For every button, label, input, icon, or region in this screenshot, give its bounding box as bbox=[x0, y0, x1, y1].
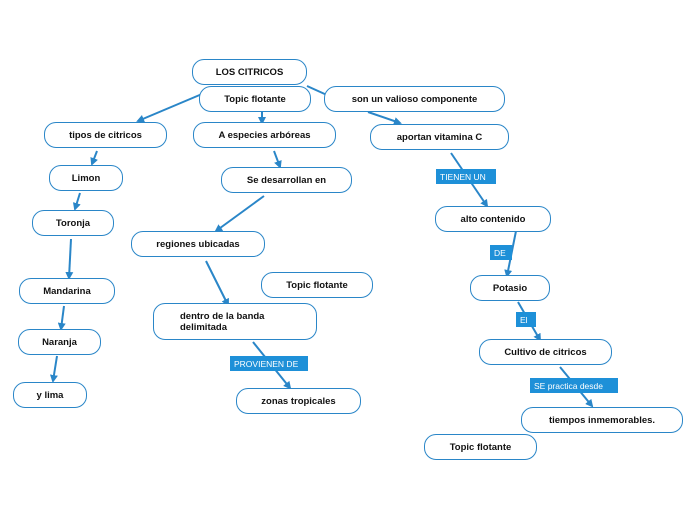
node-vitamin-c[interactable]: aportan vitamina C bbox=[370, 124, 509, 150]
node-floating-topic-2[interactable]: Topic flotante bbox=[261, 272, 373, 298]
tag-the: El bbox=[516, 312, 536, 327]
node-floating-topic[interactable]: Topic flotante bbox=[199, 86, 311, 112]
node-tree-species[interactable]: A especies arbóreas bbox=[193, 122, 336, 148]
node-valuable-component[interactable]: son un valioso componente bbox=[324, 86, 505, 112]
node-regions[interactable]: regiones ubicadas bbox=[131, 231, 265, 257]
tag-of: DE bbox=[490, 245, 512, 260]
node-tropical-zones[interactable]: zonas tropicales bbox=[236, 388, 361, 414]
node-tangerine[interactable]: Mandarina bbox=[19, 278, 115, 304]
node-citrus-types[interactable]: tipos de citricos bbox=[44, 122, 167, 148]
link-root-types bbox=[136, 93, 203, 123]
node-high-content[interactable]: alto contenido bbox=[435, 206, 551, 232]
link-lemon-grapefruit bbox=[72, 192, 81, 211]
tag-come-from: PROVIENEN DE bbox=[230, 356, 308, 371]
link-tangerine-orange bbox=[57, 305, 66, 331]
link-regions-band bbox=[205, 260, 229, 307]
tag-practiced-since: SE practica desde bbox=[530, 378, 618, 393]
link-grapefruit-tangerine bbox=[65, 238, 74, 280]
node-ancient-times[interactable]: tiempos inmemorables. bbox=[521, 407, 683, 433]
node-band[interactable]: dentro de la banda delimitada bbox=[153, 303, 317, 340]
node-develop-in[interactable]: Se desarrollan en bbox=[221, 167, 352, 193]
node-cultivation[interactable]: Cultivo de citricos bbox=[479, 339, 612, 365]
node-lime[interactable]: y lima bbox=[13, 382, 87, 408]
tag-have: TIENEN UN bbox=[436, 169, 496, 184]
node-orange[interactable]: Naranja bbox=[18, 329, 101, 355]
node-potassium[interactable]: Potasio bbox=[470, 275, 550, 301]
node-root[interactable]: LOS CITRICOS bbox=[192, 59, 307, 85]
node-floating-topic-3[interactable]: Topic flotante bbox=[424, 434, 537, 460]
link-tree-develop bbox=[273, 150, 282, 169]
node-grapefruit[interactable]: Toronja bbox=[32, 210, 114, 236]
node-lemon[interactable]: Limon bbox=[49, 165, 123, 191]
link-develop-regions bbox=[214, 195, 265, 233]
link-valuable-vitamin bbox=[367, 111, 402, 125]
link-types-lemon bbox=[90, 150, 98, 166]
link-orange-lime bbox=[49, 355, 58, 383]
